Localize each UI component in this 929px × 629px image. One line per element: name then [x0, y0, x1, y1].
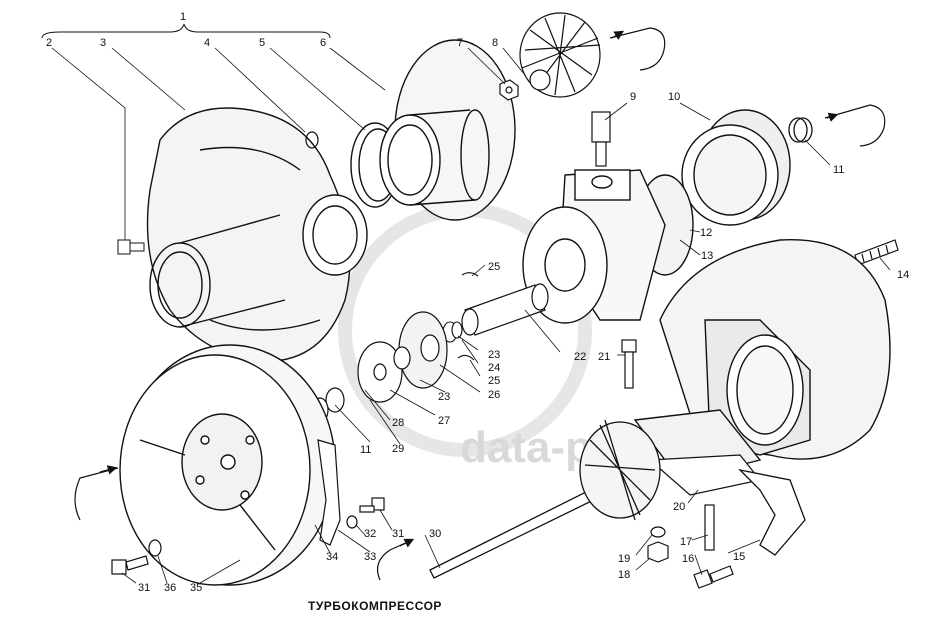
label-5: 5	[259, 37, 265, 49]
label-32: 32	[364, 528, 376, 540]
label-6: 6	[320, 37, 326, 49]
label-29: 29	[392, 443, 404, 455]
label-30: 30	[429, 528, 441, 540]
label-7: 7	[457, 37, 463, 49]
shaft-sleeve-22	[461, 283, 549, 336]
label-33: 33	[364, 551, 376, 563]
stud-17	[704, 504, 715, 551]
nut-18-washer-19	[647, 526, 669, 563]
gasket-20	[648, 454, 762, 496]
label-26: 26	[488, 389, 500, 401]
thrust-plate-26	[398, 311, 448, 389]
bearing-housing	[522, 169, 694, 324]
label-18: 18	[618, 569, 630, 581]
bolt-2	[117, 239, 145, 255]
rings-11	[788, 117, 813, 143]
back-plate-6	[379, 39, 516, 221]
label-22: 22	[574, 351, 586, 363]
label-10: 10	[668, 91, 680, 103]
bolts-31-washers	[111, 497, 385, 575]
fitting-9	[591, 111, 611, 167]
flow-arrows	[74, 27, 886, 581]
ring-4	[305, 131, 319, 149]
label-31-right: 31	[392, 528, 404, 540]
group-bracket	[41, 23, 331, 39]
label-28: 28	[392, 417, 404, 429]
label-16: 16	[682, 553, 694, 565]
bracket-33	[317, 439, 341, 546]
label-1: 1	[180, 11, 186, 23]
label-17: 17	[680, 536, 692, 548]
diagram-title: ТУРБОКОМПРЕССОР	[308, 599, 442, 613]
label-12: 12	[700, 227, 712, 239]
label-4: 4	[204, 37, 210, 49]
compressor-wheel-8	[519, 12, 601, 98]
pulley-35	[119, 344, 336, 586]
label-25-a: 25	[488, 261, 500, 273]
small-parts-23-26	[442, 272, 479, 361]
label-9: 9	[630, 91, 636, 103]
label-11-bottom: 11	[360, 444, 371, 456]
stud-14	[854, 239, 899, 266]
label-14: 14	[897, 269, 909, 281]
leader-lines	[51, 47, 891, 584]
label-23-b: 23	[438, 391, 450, 403]
label-25-b: 25	[488, 375, 500, 387]
label-2: 2	[46, 37, 52, 49]
label-11-top: 11	[833, 164, 844, 176]
label-34: 34	[326, 551, 338, 563]
nut-7	[499, 79, 519, 101]
part-labels: 1 2 3 4 5 6 7 8 9 10 11 11 12 13 14 15 1…	[46, 11, 909, 594]
label-24: 24	[488, 362, 500, 374]
turbine-housing	[633, 238, 891, 481]
bolt-16	[693, 565, 734, 589]
label-23-a: 23	[488, 349, 500, 361]
label-35: 35	[190, 582, 202, 594]
label-19: 19	[618, 553, 630, 565]
label-3: 3	[100, 37, 106, 49]
label-36: 36	[164, 582, 176, 594]
label-20: 20	[673, 501, 685, 513]
label-15: 15	[733, 551, 745, 563]
label-31-left: 31	[138, 582, 150, 594]
label-21: 21	[598, 351, 610, 363]
label-13: 13	[701, 250, 713, 262]
turbine-shaft-30	[429, 419, 661, 579]
label-8: 8	[492, 37, 498, 49]
ring-10	[681, 109, 791, 226]
bolt-21	[621, 339, 637, 389]
bracket-15	[738, 468, 806, 556]
compressor-housing	[146, 107, 368, 362]
label-27: 27	[438, 415, 450, 427]
